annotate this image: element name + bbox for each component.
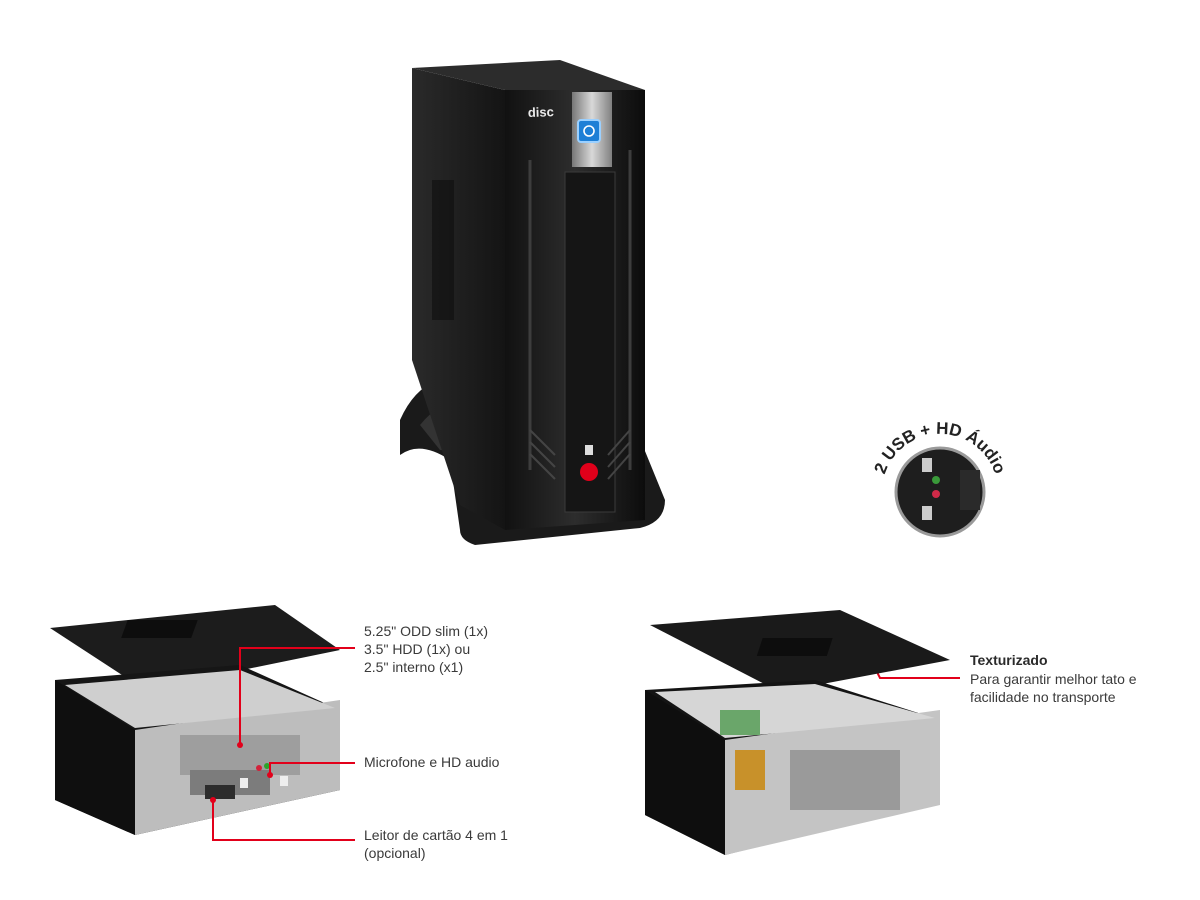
audio-jack-icon <box>932 476 940 484</box>
textured-title: Texturizado <box>970 652 1048 668</box>
open-case-left-image <box>50 605 340 835</box>
textured-description: Para garantir melhor tato e facilidade n… <box>970 671 1137 705</box>
mic-jack-icon <box>932 490 940 498</box>
audio-label: Microfone e HD audio <box>364 754 500 770</box>
drive-bays-label: 5.25" ODD slim (1x) 3.5" HDD (1x) ou 2.5… <box>364 623 488 675</box>
tower-pc-image: disc <box>400 60 665 545</box>
usb-port-icon <box>922 458 932 472</box>
usb-audio-badge: 2 USB + HD Áudio <box>871 419 1009 538</box>
card-reader-label: Leitor de cartão 4 em 1 (opcional) <box>364 827 508 861</box>
open-case-right-image <box>645 610 950 855</box>
usb-port-icon <box>922 506 932 520</box>
power-button-icon <box>577 119 601 143</box>
brand-logo: disc <box>528 104 555 120</box>
